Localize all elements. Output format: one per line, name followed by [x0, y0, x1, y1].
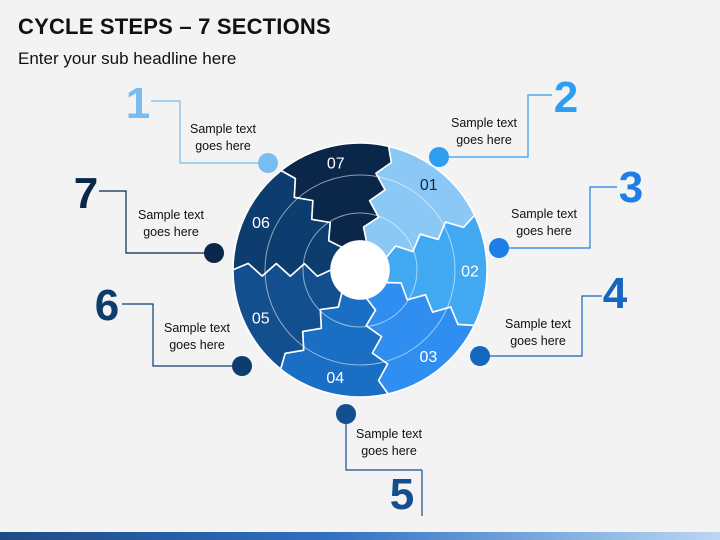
segment-label-07: 07	[327, 156, 345, 173]
callout-dot	[232, 356, 252, 376]
step-text-line1: Sample text	[138, 208, 205, 222]
leader-line	[151, 100, 268, 164]
step-text-line1: Sample text	[451, 116, 518, 130]
segment-label-01: 01	[420, 177, 438, 194]
leader-line	[345, 414, 422, 471]
step-text-line2: goes here	[510, 334, 566, 348]
step-text-line1: Sample text	[164, 321, 231, 335]
page-subtitle: Enter your sub headline here	[18, 49, 237, 68]
cycle-ring	[232, 142, 488, 398]
step-number: 4	[603, 269, 628, 318]
cycle-segment-07	[280, 142, 393, 249]
inner-ring-lines	[264, 174, 456, 366]
segment-labels: 01 02 03 04 05 06 07	[252, 156, 479, 388]
step-number: 7	[74, 169, 98, 218]
leader-line	[99, 190, 214, 254]
step-text-line2: goes here	[169, 338, 225, 352]
step-number: 1	[126, 79, 150, 128]
callout-dot	[429, 147, 449, 167]
segment-label-02: 02	[461, 263, 479, 280]
callout-dot	[258, 153, 278, 173]
step-text-line1: Sample text	[190, 122, 257, 136]
page-title: CYCLE STEPS – 7 SECTIONS	[18, 14, 331, 39]
step-number: 3	[619, 163, 643, 212]
step-number: 2	[554, 73, 578, 122]
center-hole	[332, 242, 388, 298]
leader-line	[439, 94, 552, 158]
step-text-line1: Sample text	[356, 427, 423, 441]
callout-dot	[336, 404, 356, 424]
step-text-line2: goes here	[456, 133, 512, 147]
segment-label-05: 05	[252, 311, 270, 328]
step-text-line1: Sample text	[511, 207, 578, 221]
step-text-line2: goes here	[143, 225, 199, 239]
footer-accent-bar	[0, 532, 720, 540]
segment-label-06: 06	[252, 215, 270, 232]
callout-dot	[489, 238, 509, 258]
step-number: 5	[390, 470, 414, 519]
callout-step-5: 5 Sample text goes here	[336, 404, 423, 519]
step-text-line2: goes here	[195, 139, 251, 153]
callout-dot	[470, 346, 490, 366]
callout-dot	[204, 243, 224, 263]
inner-ring-1	[302, 212, 418, 328]
leader-line	[480, 295, 602, 357]
step-text-line1: Sample text	[505, 317, 572, 331]
leader-line	[499, 186, 617, 249]
inner-ring-2	[264, 174, 456, 366]
step-number: 6	[95, 281, 119, 330]
leader-line	[122, 303, 242, 367]
segment-label-03: 03	[420, 349, 438, 366]
step-text-line2: goes here	[516, 224, 572, 238]
segment-label-04: 04	[326, 370, 344, 387]
step-text-line2: goes here	[361, 444, 417, 458]
